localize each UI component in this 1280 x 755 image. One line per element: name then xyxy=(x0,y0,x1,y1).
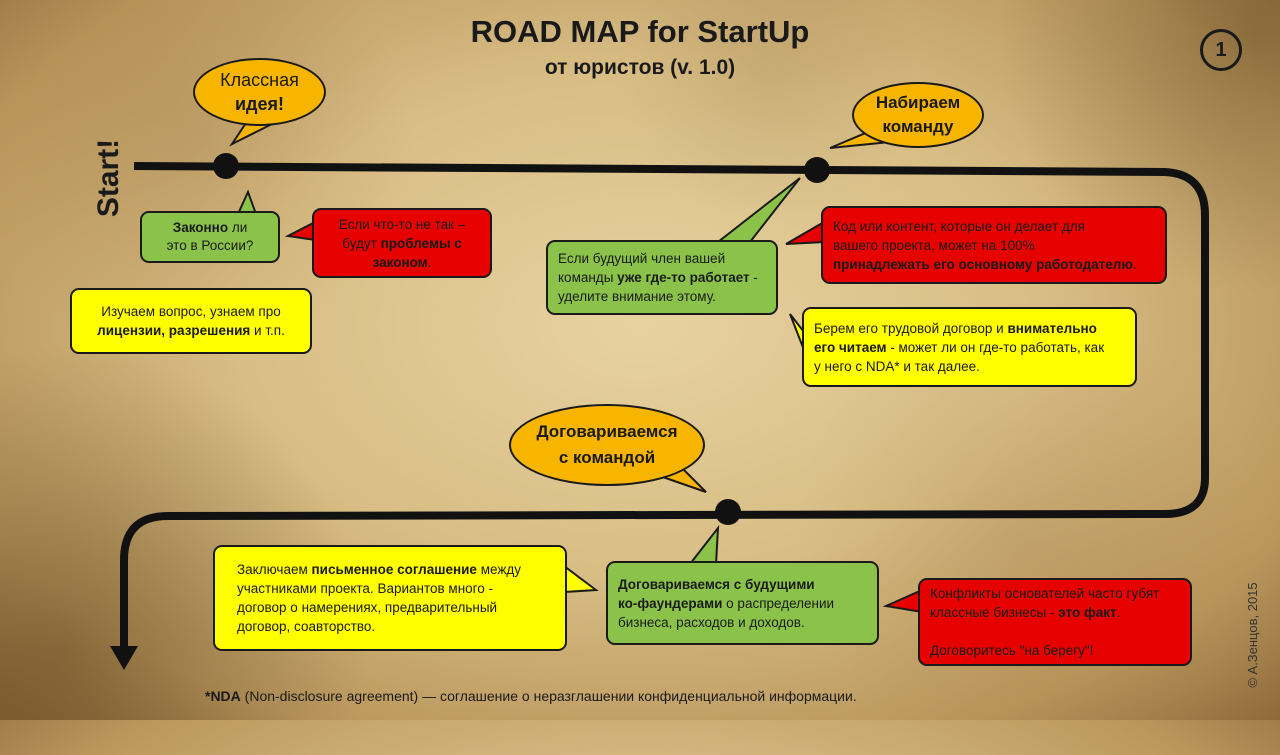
legal-problems-tail xyxy=(284,220,316,242)
start-label: Start! xyxy=(92,138,125,218)
page-number-badge: 1 xyxy=(1200,29,1242,71)
nda-footnote: *NDA (Non-disclosure agreement) — соглаш… xyxy=(205,688,857,704)
conflicts-tail xyxy=(882,588,923,614)
road-arrowhead xyxy=(110,646,138,670)
milestone-dot-agreement xyxy=(715,499,741,525)
page-title: ROAD MAP for StartUp xyxy=(470,14,810,49)
employed-tail xyxy=(715,177,801,243)
milestone-dot-idea xyxy=(213,153,239,179)
contract-box: Берем его трудовой договор и внимательно… xyxy=(802,307,1137,387)
code-owner-tail xyxy=(785,220,825,245)
copyright-note: © А.Зенцов, 2015 xyxy=(1245,582,1260,688)
milestone-dot-team xyxy=(804,157,830,183)
road-line xyxy=(120,162,1209,648)
cofounders-tail xyxy=(687,524,720,565)
page-subtitle: от юристов (v. 1.0) xyxy=(544,56,736,79)
written-agreement-tail xyxy=(563,564,599,594)
